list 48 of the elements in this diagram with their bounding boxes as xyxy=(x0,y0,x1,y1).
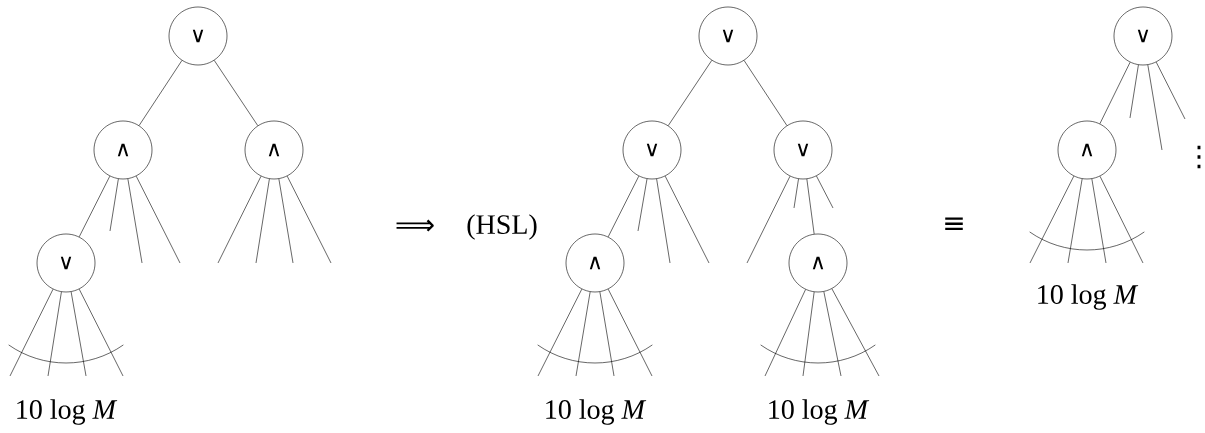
rule-label: (HSL) xyxy=(467,214,537,240)
branch-line xyxy=(1067,178,1083,264)
branch-line xyxy=(1129,64,1139,119)
branch-line xyxy=(656,178,671,264)
branch-line xyxy=(70,291,87,377)
branch-line xyxy=(1155,61,1186,120)
branch-line xyxy=(1091,178,1107,264)
branch-line xyxy=(667,60,713,126)
branch-line xyxy=(1099,175,1144,264)
branch-line xyxy=(138,60,183,126)
branch-line xyxy=(127,178,143,264)
branch-line xyxy=(831,288,880,377)
branch-line xyxy=(78,288,124,377)
formula-label: 10 log M xyxy=(17,399,118,425)
branch-line xyxy=(823,291,842,377)
branch-line xyxy=(9,288,54,377)
implication-sign: ⟹ xyxy=(396,219,434,232)
branch-line xyxy=(575,291,591,377)
branch-line xyxy=(109,178,119,232)
branch-line xyxy=(217,175,262,264)
branch-line xyxy=(793,178,799,209)
branch-line xyxy=(286,175,332,264)
branch-line xyxy=(607,175,640,238)
branch-line xyxy=(1099,62,1131,124)
branch-line xyxy=(664,175,710,264)
branch-line xyxy=(599,291,615,377)
formula-label: 10 log M xyxy=(546,399,647,425)
branch-line xyxy=(806,178,815,235)
branch-line xyxy=(743,60,788,126)
formula-label: 10 log M xyxy=(769,399,870,425)
branch-line xyxy=(637,178,648,232)
branch-line xyxy=(213,60,259,126)
formula-label: 10 log M xyxy=(1038,284,1139,310)
branch-line xyxy=(255,178,270,264)
branch-line xyxy=(1147,64,1163,151)
vertical-ellipsis: ⋮ xyxy=(1197,145,1201,169)
branch-line xyxy=(607,288,653,377)
branch-line xyxy=(816,175,834,209)
branch-line xyxy=(802,291,815,377)
branch-line xyxy=(746,175,791,264)
equivalence-sign: ≡ xyxy=(945,217,963,230)
branch-line xyxy=(47,291,62,377)
branch-line xyxy=(764,289,806,377)
branch-line xyxy=(135,175,181,264)
branch-line xyxy=(1029,175,1075,264)
branch-line xyxy=(537,288,583,377)
branch-line xyxy=(278,178,294,264)
branch-line xyxy=(78,175,111,238)
